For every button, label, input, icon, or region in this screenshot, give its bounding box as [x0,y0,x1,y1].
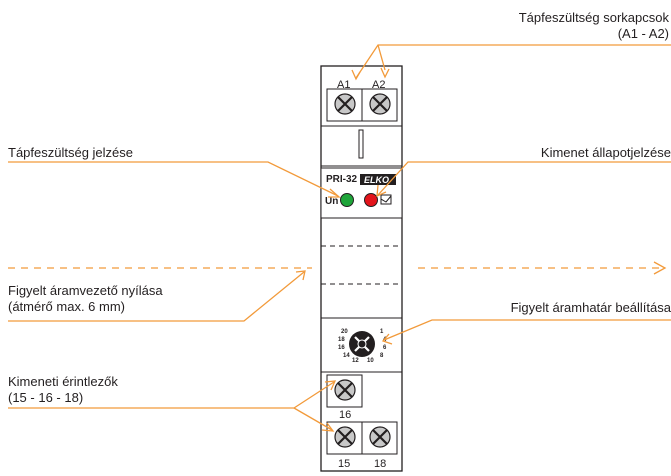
output-contacts-label: Kimeneti érintlezők (15 - 16 - 18) [8,374,118,406]
un-label: Un [325,196,338,207]
supply-terminals-line1: Tápfeszültség sorkapcsok [518,10,669,25]
leader-lines [8,44,671,432]
terminal-a2-label: A2 [372,79,385,91]
supply-indication-label: Tápfeszültség jelzése [8,145,134,160]
output-led [364,193,378,207]
screw-a1-icon [334,93,356,115]
output-contacts-line2: (15 - 16 - 18) [8,390,84,405]
svg-text:20: 20 [341,329,348,335]
terminal-15-label: 15 [338,458,350,470]
screw-a2-icon [369,93,391,115]
relay-icon [380,194,392,205]
svg-text:12: 12 [352,358,359,364]
terminal-16-label: 16 [339,409,351,421]
terminal-a1-label: A1 [337,79,350,91]
conductor-opening-line1: Figyelt áramvezető nyílása [8,283,163,298]
conductor-opening-line2: (átmérő max. 6 mm) [8,299,126,314]
supply-led [340,193,354,207]
svg-text:6: 6 [383,345,387,351]
svg-text:8: 8 [380,353,384,359]
output-state-label: Kimenet állapotjelzése [540,145,671,160]
brand-logo [360,174,396,185]
top-slot [358,129,364,159]
current-limit-dial[interactable] [349,331,375,357]
output-contacts-line1: Kimeneti érintlezők [8,374,118,389]
terminal-18-label: 18 [374,458,386,470]
screw-18-icon [369,426,391,448]
brand-label: ELKO [364,175,389,185]
svg-text:10: 10 [367,358,374,364]
current-limit-label: Figyelt áramhatár beállítása [510,300,671,315]
supply-terminals-line2: (A1 - A2) [617,26,669,41]
screw-16-icon [334,379,356,401]
svg-text:1: 1 [380,329,384,335]
svg-text:16: 16 [338,345,345,351]
supply-terminals-label: Tápfeszültség sorkapcsok (A1 - A2) [519,10,669,42]
conductor-opening-label: Figyelt áramvezető nyílása (átmérő max. … [8,283,163,315]
svg-text:18: 18 [338,337,345,343]
svg-text:14: 14 [343,353,350,359]
screw-15-icon [334,426,356,448]
model-label: PRI-32 [326,174,358,185]
module-body [320,65,403,472]
